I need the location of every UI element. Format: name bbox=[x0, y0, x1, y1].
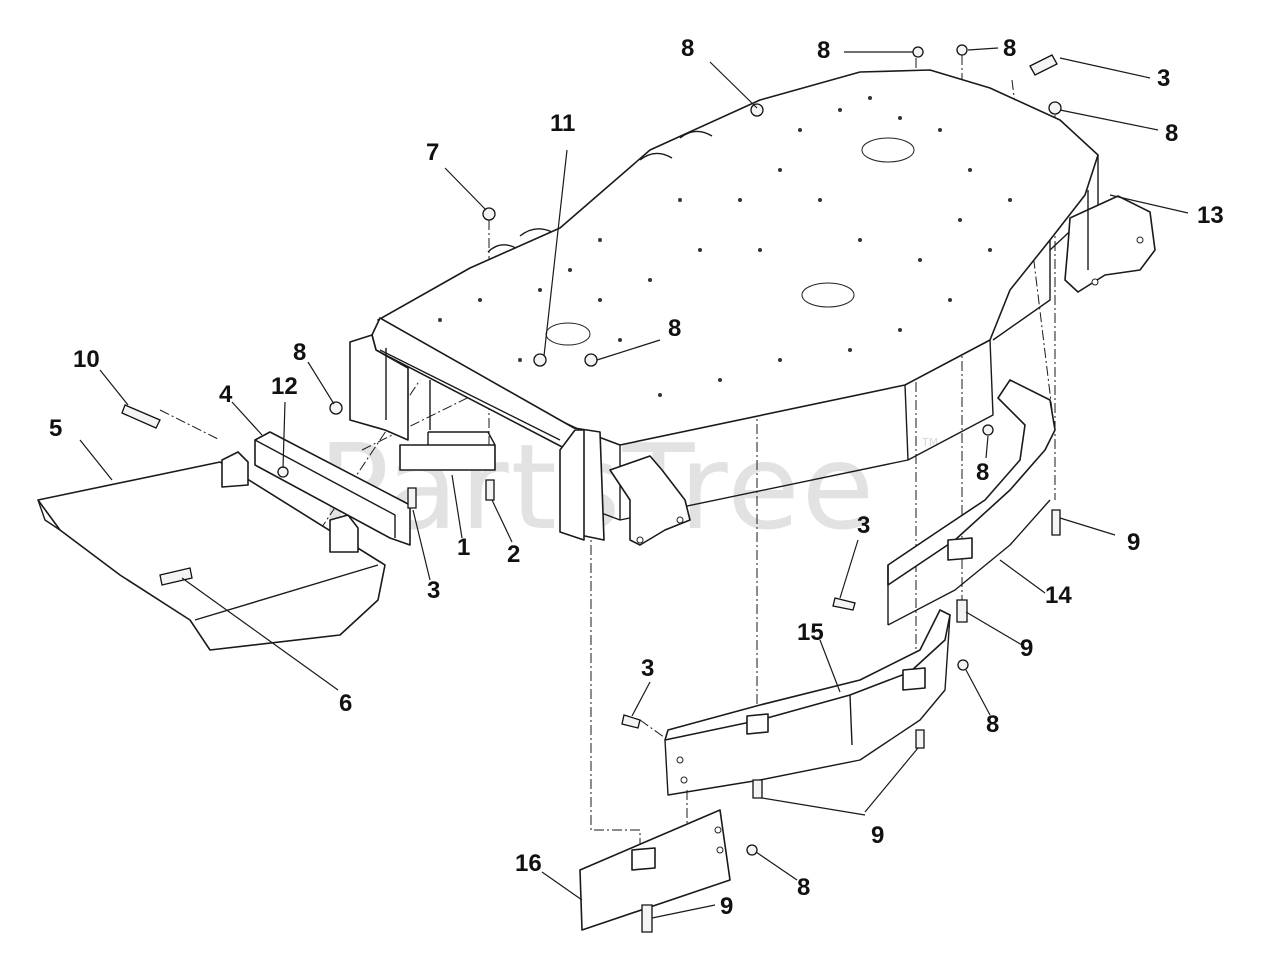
callout-3-baffle: 3 bbox=[857, 512, 870, 539]
callout-labels: 1 2 3 3 3 3 4 5 6 7 8 8 8 8 8 8 8 8 8 9 … bbox=[49, 35, 1224, 920]
callout-11: 11 bbox=[550, 110, 575, 137]
rear-baffle bbox=[887, 379, 1056, 626]
callout-8-left: 8 bbox=[293, 339, 306, 366]
hinge-bar bbox=[254, 431, 411, 546]
callout-8-center: 8 bbox=[668, 315, 681, 342]
callout-16: 16 bbox=[515, 850, 542, 877]
deck-housing bbox=[349, 69, 1099, 541]
callout-3-front: 3 bbox=[427, 577, 440, 604]
callout-8-top-a: 8 bbox=[681, 35, 694, 62]
discharge-chute bbox=[37, 451, 386, 651]
callout-8-baffle: 8 bbox=[976, 459, 989, 486]
callout-5: 5 bbox=[49, 415, 62, 442]
callout-1: 1 bbox=[457, 534, 470, 561]
callout-6: 6 bbox=[339, 690, 352, 717]
callout-9-right: 9 bbox=[1127, 529, 1140, 556]
callout-14: 14 bbox=[1045, 582, 1072, 609]
watermark-trademark: TM bbox=[921, 436, 938, 449]
leader-lines bbox=[79, 47, 1189, 919]
front-bracket bbox=[399, 431, 496, 471]
callout-8-top-c: 8 bbox=[1003, 35, 1016, 62]
side-mount-bracket bbox=[1064, 190, 1156, 293]
front-baffle bbox=[664, 609, 951, 796]
callout-8-right: 8 bbox=[1165, 120, 1178, 147]
callout-3-lower: 3 bbox=[641, 655, 654, 682]
callout-8-top-b: 8 bbox=[817, 37, 830, 64]
callout-15: 15 bbox=[797, 619, 824, 646]
callout-3-top-right: 3 bbox=[1157, 65, 1170, 92]
callout-9-lower: 9 bbox=[871, 822, 884, 849]
hardware bbox=[121, 44, 1062, 933]
callout-8-lower-right: 8 bbox=[986, 711, 999, 738]
callout-7: 7 bbox=[426, 139, 439, 166]
callout-13: 13 bbox=[1197, 202, 1224, 229]
callout-4: 4 bbox=[219, 381, 233, 408]
baffle-plate bbox=[579, 809, 731, 931]
callout-9-bottom: 9 bbox=[720, 893, 733, 920]
side-hinge-bracket bbox=[559, 429, 691, 546]
callout-12: 12 bbox=[271, 373, 298, 400]
callout-10: 10 bbox=[73, 346, 100, 373]
callout-9-baffle: 9 bbox=[1020, 635, 1033, 662]
callout-8-bottom: 8 bbox=[797, 874, 810, 901]
callout-2: 2 bbox=[507, 541, 520, 568]
